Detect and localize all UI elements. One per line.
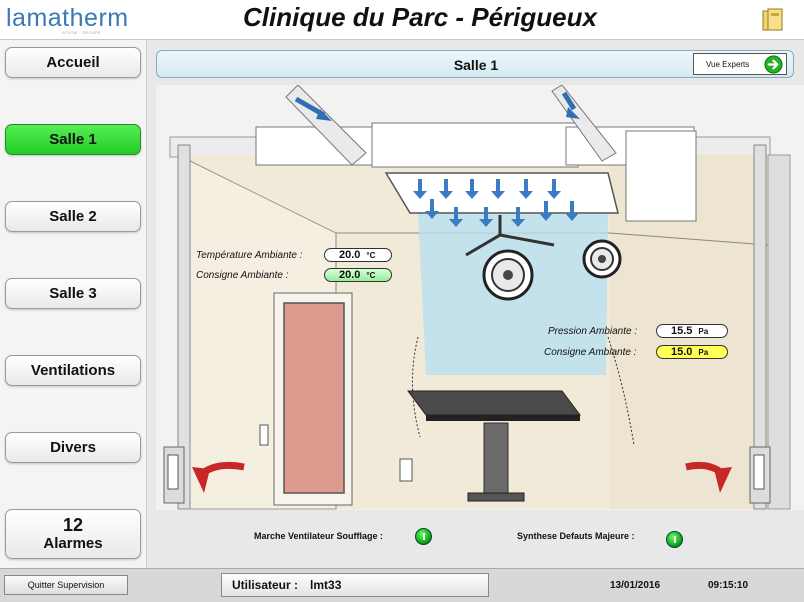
sidebar-item-label: Salle 2 [49,208,97,225]
pressure-label: Pression Ambiante : [548,326,638,337]
temperature-setpoint-unit: °C [366,270,376,280]
sidebar-item-salle-2[interactable]: Salle 2 [5,201,141,232]
time-display: 09:15:10 [708,580,749,591]
sidebar-item-salle-1[interactable]: Salle 1 [5,124,141,155]
main-panel: Salle 1 Vue Experts [148,40,804,568]
temperature-setpoint-number: 20.0 [339,269,361,281]
pressure-unit: Pa [698,326,709,336]
quit-button[interactable]: Quitter Supervision [4,575,128,595]
page-title: Clinique du Parc - Périgueux [243,2,597,32]
pressure-value: 15.5 Pa [656,324,728,338]
operating-room-diagram [156,85,804,510]
header: lamatherm ATSOM · GROUPE Clinique du Par… [0,0,804,40]
pressure-setpoint-unit: Pa [698,347,709,357]
sidebar-item-label: Divers [50,439,96,456]
user-label: Utilisateur : [232,578,299,592]
room-title: Salle 1 [453,57,499,73]
room-header-bar: Salle 1 Vue Experts [156,50,794,78]
pressure-setpoint-label: Consigne Ambiante : [544,347,637,358]
logo: lamatherm [6,4,129,32]
date-display: 13/01/2016 [610,580,661,591]
temperature-setpoint-value[interactable]: 20.0 °C [324,268,392,282]
arrow-right-icon [764,55,783,74]
pressure-number: 15.5 [671,325,693,337]
sidebar-item-label: Salle 3 [49,285,97,302]
temperature-number: 20.0 [339,249,361,261]
sidebar-item-ventilations[interactable]: Ventilations [5,355,141,386]
temperature-unit: °C [366,250,376,260]
faults-status-label: Synthese Defauts Majeure : [517,531,635,541]
user-name: lmt33 [310,578,342,592]
temperature-setpoint-label: Consigne Ambiante : [196,270,289,281]
room-illustration: Température Ambiante : 20.0 °C Consigne A… [156,85,804,510]
alarm-count: 12 [62,514,84,535]
temperature-value: 20.0 °C [324,248,392,262]
experts-view-label: Vue Experts [706,59,750,69]
sidebar-item-accueil[interactable]: Accueil [5,47,141,78]
sidebar-item-salle-3[interactable]: Salle 3 [5,278,141,309]
logo-tagline: ATSOM · GROUPE [62,30,102,35]
temperature-label: Température Ambiante : [196,250,303,261]
faults-status-led [666,531,683,548]
fan-status-led [415,528,432,545]
sidebar: Accueil Salle 1 Salle 2 Salle 3 Ventilat… [0,40,147,568]
sidebar-item-label: Accueil [46,54,100,71]
experts-view-button[interactable]: Vue Experts [693,53,787,75]
folder-icon[interactable] [762,8,784,32]
sidebar-item-divers[interactable]: Divers [5,432,141,463]
pressure-setpoint-number: 15.0 [671,346,693,358]
user-info: Utilisateur : lmt33 [221,573,489,597]
pressure-setpoint-value[interactable]: 15.0 Pa [656,345,728,359]
alarms-button[interactable]: 12 Alarmes [5,509,141,559]
sidebar-item-label: Salle 1 [49,131,97,148]
fan-status-label: Marche Ventilateur Soufflage : [254,531,384,541]
footer: Quitter Supervision Utilisateur : lmt33 … [0,568,804,602]
sidebar-item-label: Ventilations [30,362,116,379]
alarm-label: Alarmes [43,534,103,552]
